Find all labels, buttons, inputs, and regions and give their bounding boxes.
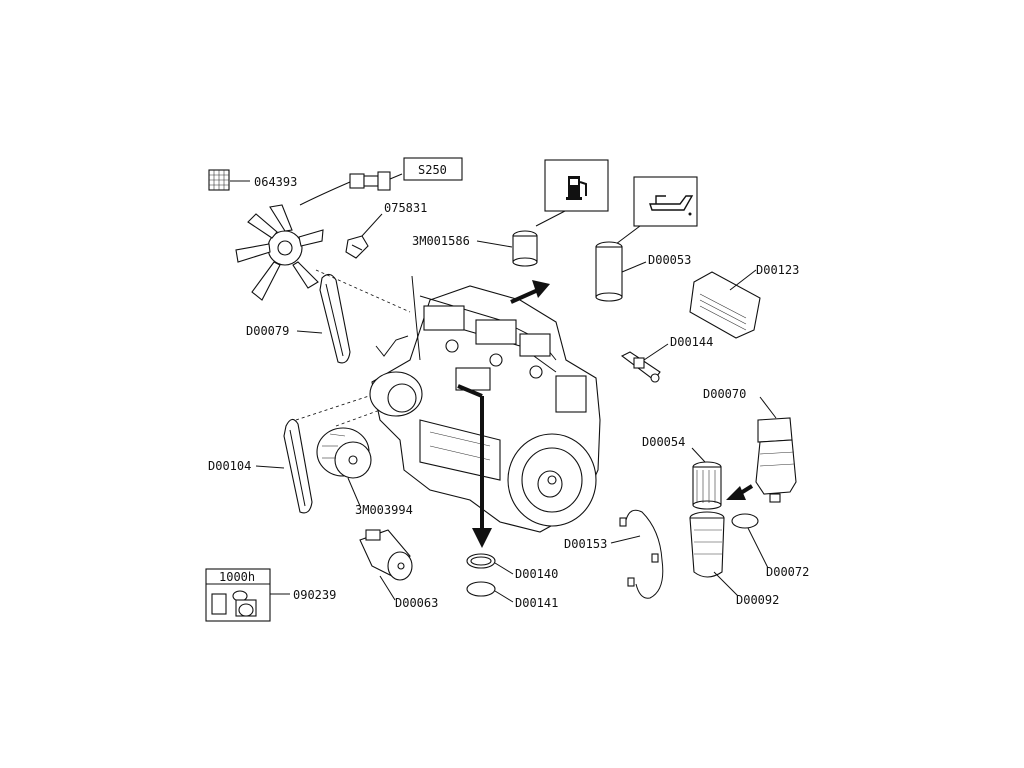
seal-ring-part[interactable]	[466, 581, 514, 603]
alternator-belt-part[interactable]	[255, 418, 313, 514]
gasket-part[interactable]	[466, 553, 514, 575]
service-kit-box[interactable]	[205, 568, 290, 622]
fuel-filter-part[interactable]	[476, 159, 609, 267]
fuel-pump-icon	[566, 176, 587, 200]
part-label-D00092: D00092	[736, 593, 779, 607]
kit-interval-label: 1000h	[219, 570, 255, 584]
fuse-part[interactable]	[208, 169, 250, 191]
part-label-3M001586: 3M001586	[412, 234, 470, 248]
part-label-3M003994: 3M003994	[355, 503, 413, 517]
fuel-filter-element-part[interactable]	[691, 447, 722, 510]
part-label-D00070: D00070	[703, 387, 746, 401]
wiring-harness-part[interactable]	[610, 509, 664, 599]
part-label-D00144: D00144	[670, 335, 713, 349]
part-label-D00079: D00079	[246, 324, 289, 338]
cooling-fan-part[interactable]	[235, 204, 324, 301]
oil-pressure-sensor-part[interactable]	[620, 343, 669, 383]
o-ring-part[interactable]	[731, 513, 769, 569]
part-label-D00104: D00104	[208, 459, 251, 473]
part-label-D00123: D00123	[756, 263, 799, 277]
part-label-D00053: D00053	[648, 253, 691, 267]
part-label-D00054: D00054	[642, 435, 685, 449]
oil-can-icon	[649, 195, 694, 216]
oil-filter-part[interactable]	[595, 176, 698, 302]
engine-block	[369, 275, 601, 533]
starter-motor-part[interactable]	[359, 529, 413, 601]
part-label-D00153: D00153	[564, 537, 607, 551]
oil-cooler-part[interactable]	[689, 269, 761, 339]
flow-arrow	[726, 484, 754, 500]
fan-belt-part[interactable]	[296, 273, 351, 364]
part-label-S250: S250	[418, 163, 447, 177]
flow-arrow	[457, 384, 492, 548]
part-label-075831: 075831	[384, 201, 427, 215]
part-label-064393: 064393	[254, 175, 297, 189]
thermostat-part[interactable]	[345, 213, 383, 259]
alternator-part[interactable]	[316, 427, 372, 507]
part-label-D00141: D00141	[515, 596, 558, 610]
fuel-filter-bowl-part[interactable]	[689, 511, 739, 597]
flow-arrow	[510, 280, 550, 304]
part-label-090239: 090239	[293, 588, 336, 602]
water-separator-part[interactable]	[755, 396, 797, 503]
part-label-D00072: D00072	[766, 565, 809, 579]
part-label-D00140: D00140	[515, 567, 558, 581]
part-label-D00063: D00063	[395, 596, 438, 610]
sensor-connector-part[interactable]	[299, 157, 463, 206]
